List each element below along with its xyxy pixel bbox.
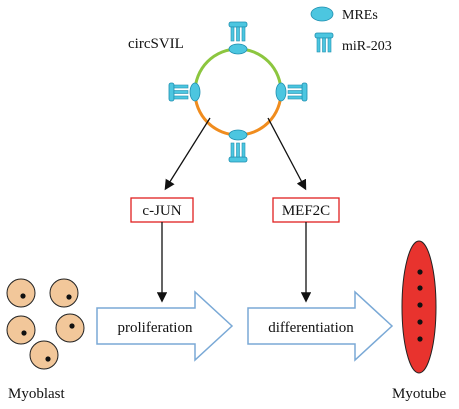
legend-mre-label: MREs	[342, 8, 378, 23]
myoblast-cell	[49, 278, 79, 308]
myoblast-label: Myoblast	[8, 386, 66, 402]
mirna-top-icon	[228, 21, 248, 42]
myoblast-cell	[6, 278, 36, 308]
myoblast-nucleus	[66, 294, 72, 300]
mre-right	[275, 82, 287, 102]
arrow-ring-to-cjun	[164, 117, 211, 191]
mirna-right-icon	[287, 82, 308, 102]
legend-mre-oval-icon	[310, 6, 334, 22]
mre-left	[189, 82, 201, 102]
differentiation-label: differentiation	[268, 320, 354, 336]
myoblast-cell	[6, 315, 36, 345]
mef2c-label: MEF2C	[282, 203, 330, 219]
myoblast-nucleus	[21, 330, 27, 336]
myoblast-nucleus	[20, 293, 26, 299]
myoblast-cell	[55, 313, 85, 343]
myotube-nuclei	[417, 269, 423, 342]
arrow-ring-to-mef2c	[267, 117, 307, 191]
mre-bottom	[228, 129, 248, 141]
mirna-left-icon	[168, 82, 189, 102]
myoblast-cells	[6, 278, 85, 370]
mre-top	[228, 43, 248, 55]
circsvil-label: circSVIL	[128, 36, 184, 52]
circsvil-ring-bottom	[193, 91, 283, 137]
proliferation-block-arrow	[96, 290, 234, 362]
legend-mirna-label: miR-203	[342, 39, 392, 54]
proliferation-label: proliferation	[118, 320, 193, 336]
cjun-box	[130, 197, 194, 223]
myotube-label: Myotube	[392, 386, 447, 402]
legend-mirna-icon	[314, 32, 334, 53]
myoblast-cell	[29, 340, 59, 370]
cjun-label: c-JUN	[142, 203, 181, 219]
myoblast-nucleus	[69, 323, 75, 329]
circsvil-ring-top	[193, 47, 283, 93]
myoblast-nucleus	[45, 356, 51, 362]
mirna-bottom-icon	[228, 142, 248, 163]
differentiation-block-arrow	[247, 290, 394, 362]
